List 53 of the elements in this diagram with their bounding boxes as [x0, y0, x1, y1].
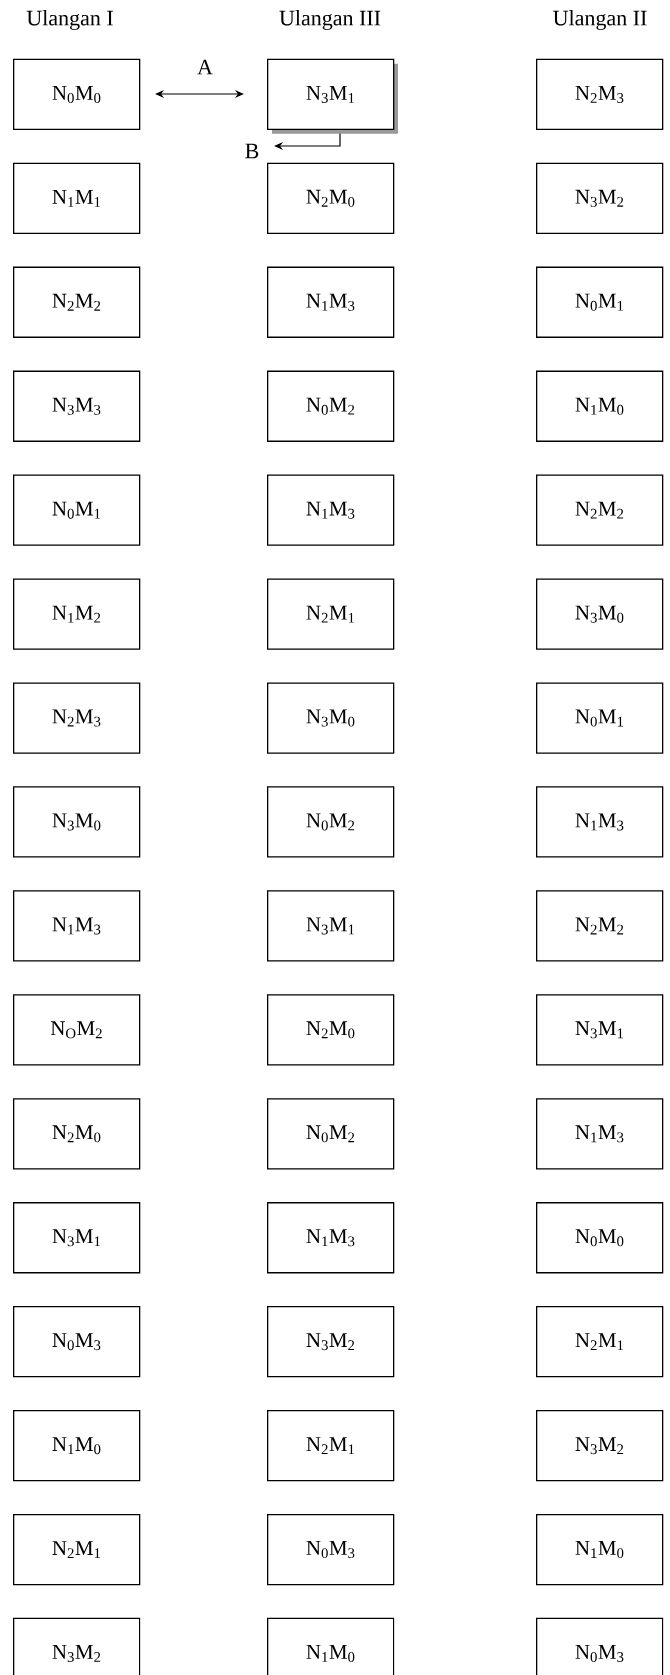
plot-box: N$_{0}$M$_{3}$	[267, 1513, 395, 1586]
plot-box: N$_{0}$M$_{1}$	[536, 266, 664, 338]
plot-box: N$_{2}$M$_{0}$	[13, 1098, 141, 1170]
plot-box: N$_{2}$M$_{2}$	[536, 474, 664, 546]
plot-box: N$_{0}$M$_{2}$	[267, 370, 395, 442]
plot-box: N$_{3}$M$_{1}$	[13, 1202, 141, 1274]
plot-box: N$_{0}$M$_{2}$	[267, 1098, 395, 1170]
plot-box: N$_{2}$M$_{3}$	[536, 58, 664, 131]
plot-box: N$_{1}$M$_{1}$	[13, 162, 141, 234]
plot-box: N$_{1}$M$_{0}$	[267, 1617, 395, 1675]
plot-box: N$_{3}$M$_{0}$	[267, 682, 395, 754]
plot-box: N$_{1}$M$_{0}$	[536, 1513, 664, 1586]
plot-box: N$_{2}$M$_{0}$	[267, 162, 395, 234]
plot-box: N$_{1}$M$_{3}$	[267, 474, 395, 546]
plot-box: N$_{2}$M$_{2}$	[536, 890, 664, 962]
plot-box: N$_{3}$M$_{3}$	[13, 370, 141, 442]
plot-box: N$_{3}$M$_{0}$	[536, 578, 664, 650]
plot-box: N$_{1}$M$_{3}$	[13, 890, 141, 962]
plot-box: N$_{2}$M$_{1}$	[267, 578, 395, 650]
column-heading: Ulangan III	[279, 10, 381, 30]
plot-box: N$_{0}$M$_{2}$	[267, 786, 395, 858]
plot-box: N$_{1}$M$_{3}$	[267, 1202, 395, 1274]
plot-box: N$_{3}$M$_{2}$	[536, 1410, 664, 1482]
plot-box: N$_{3}$M$_{1}$	[267, 58, 398, 134]
plot-box: N$_{0}$M$_{1}$	[13, 474, 141, 546]
plot-box: N$_{0}$M$_{0}$	[536, 1202, 664, 1274]
column-heading: Ulangan I	[26, 10, 113, 30]
plot-box: N$_{3}$M$_{2}$	[267, 1306, 395, 1378]
plot-box: N$_{3}$M$_{1}$	[536, 994, 664, 1066]
plot-box: N$_{0}$M$_{3}$	[536, 1617, 664, 1675]
plot-box: N$_{1}$M$_{3}$	[536, 786, 664, 858]
plot-box: N$_{1}$M$_{0}$	[13, 1410, 141, 1482]
plot-box: N$_{2}$M$_{0}$	[267, 994, 395, 1066]
plot-box: N$_{3}$M$_{2}$	[536, 162, 664, 234]
plot-box: N$_{2}$M$_{1}$	[13, 1513, 141, 1586]
dimension-label: A	[197, 59, 213, 75]
plot-box: N$_{1}$M$_{2}$	[13, 578, 141, 650]
plot-box: N$_{1}$M$_{0}$	[536, 370, 664, 442]
plot-box: N$_{3}$M$_{2}$	[13, 1617, 141, 1675]
plot-box: N$_{3}$M$_{1}$	[267, 890, 395, 962]
plot-box: N$_{2}$M$_{1}$	[267, 1410, 395, 1482]
plot-box: N$_{2}$M$_{2}$	[13, 266, 141, 338]
plot-box: N$_{0}$M$_{0}$	[13, 58, 141, 131]
plot-box: N$_{0}$M$_{1}$	[536, 682, 664, 754]
plot-box: N$_{2}$M$_{1}$	[536, 1306, 664, 1378]
plot-box: N$_{0}$M$_{3}$	[13, 1306, 141, 1378]
plot-box: N$_{1}$M$_{3}$	[536, 1098, 664, 1170]
plot-box: N$_{1}$M$_{3}$	[267, 266, 395, 338]
plot-box: N$_{O}$M$_{2}$	[13, 994, 141, 1066]
column-heading: Ulangan II	[553, 10, 647, 30]
plot-box: N$_{3}$M$_{0}$	[13, 786, 141, 858]
plot-box: N$_{2}$M$_{3}$	[13, 682, 141, 754]
dimension-label: B	[245, 143, 259, 159]
